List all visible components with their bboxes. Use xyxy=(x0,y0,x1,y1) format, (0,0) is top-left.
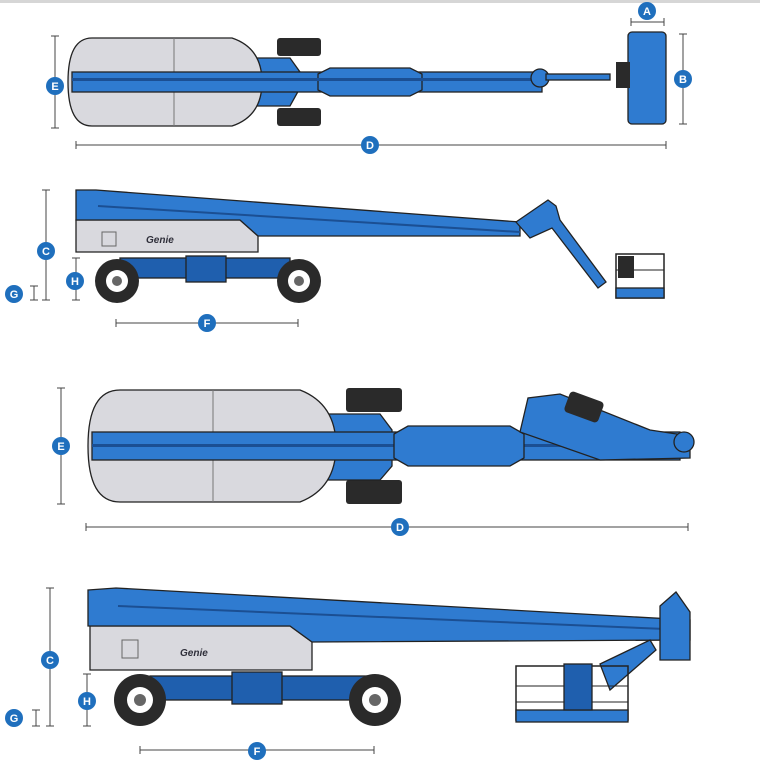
jib xyxy=(515,199,607,289)
boom xyxy=(71,71,543,93)
svg-text:B: B xyxy=(679,74,687,86)
badge-h: H xyxy=(66,272,84,290)
logo: Genie xyxy=(146,235,174,246)
badge-f: F xyxy=(198,314,216,332)
header-rule xyxy=(0,0,760,3)
badge-h: H xyxy=(78,692,96,710)
svg-text:A: A xyxy=(643,6,651,18)
svg-text:H: H xyxy=(71,276,79,288)
wheel xyxy=(95,259,139,303)
badge-f: F xyxy=(248,742,266,760)
svg-text:F: F xyxy=(254,746,261,758)
wheel xyxy=(277,259,321,303)
tire xyxy=(346,480,402,504)
side-view-stowed: Genie xyxy=(75,189,665,303)
tire xyxy=(346,388,402,412)
jib-head xyxy=(659,591,691,661)
badge-b: B xyxy=(674,70,692,88)
top-view-stowed xyxy=(67,31,667,127)
svg-text:E: E xyxy=(51,81,58,93)
svg-text:G: G xyxy=(10,289,19,301)
wheel xyxy=(114,674,166,726)
svg-text:E: E xyxy=(57,441,64,453)
svg-text:H: H xyxy=(83,696,91,708)
badge-g: G xyxy=(5,709,23,727)
tire xyxy=(277,38,321,56)
tire xyxy=(277,108,321,126)
svg-text:F: F xyxy=(204,318,211,330)
dimensions-view-1 xyxy=(51,18,687,149)
boom xyxy=(87,587,691,643)
badge-d: D xyxy=(361,136,379,154)
logo: Genie xyxy=(180,648,208,659)
side-view-folded: Genie xyxy=(87,587,691,726)
badge-e: E xyxy=(52,437,70,455)
top-view-folded xyxy=(87,388,695,504)
badge-e: E xyxy=(46,77,64,95)
badge-a: A xyxy=(638,2,656,20)
svg-text:D: D xyxy=(366,140,374,152)
badge-g: G xyxy=(5,285,23,303)
svg-text:C: C xyxy=(46,655,54,667)
wheel xyxy=(349,674,401,726)
svg-text:G: G xyxy=(10,713,19,725)
badge-d: D xyxy=(391,518,409,536)
svg-text:D: D xyxy=(396,522,404,534)
badge-c: C xyxy=(41,651,59,669)
svg-text:C: C xyxy=(42,246,50,258)
jib xyxy=(545,73,611,81)
platform xyxy=(627,31,667,125)
folded-jib xyxy=(519,393,691,461)
badge-c: C xyxy=(37,242,55,260)
